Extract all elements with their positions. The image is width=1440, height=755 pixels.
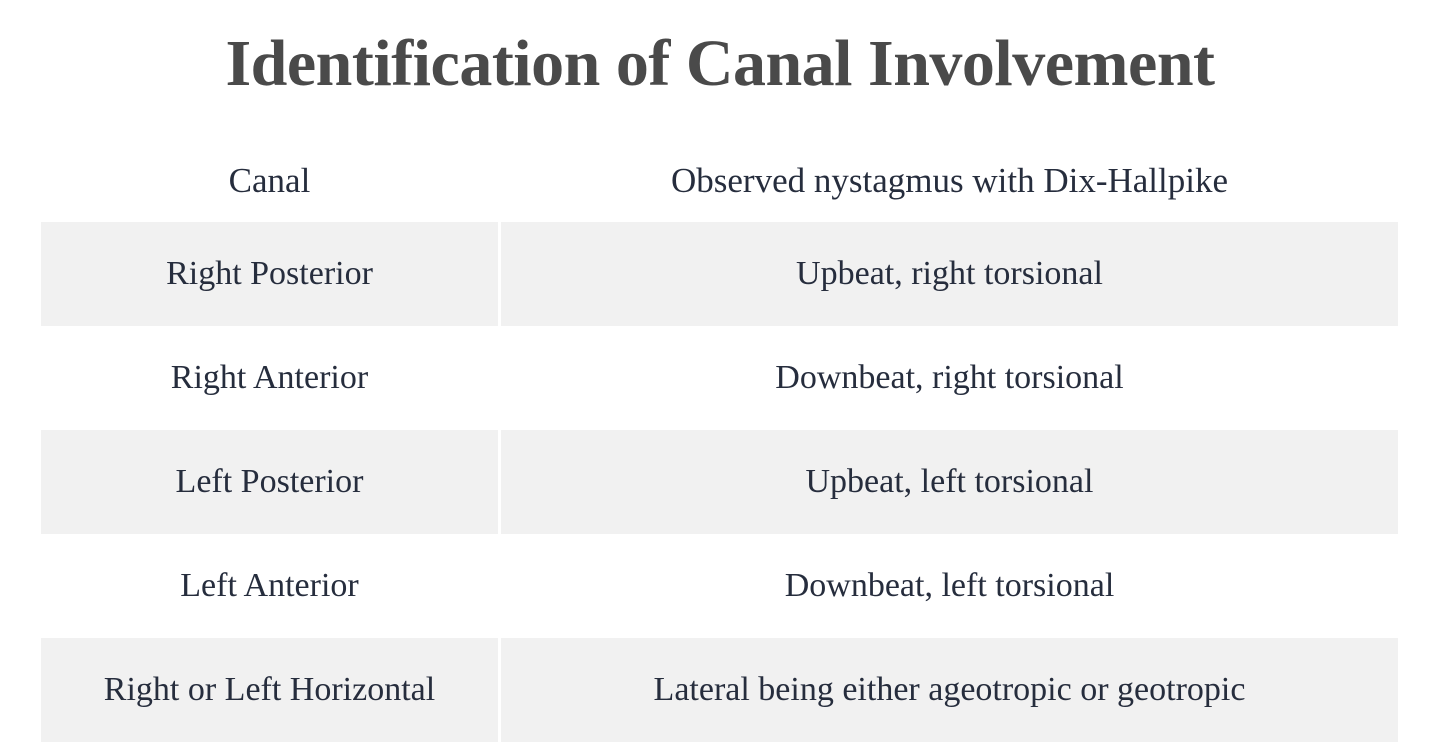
table-row: Left Posterior Upbeat, left torsional <box>41 430 1398 534</box>
cell-canal: Left Posterior <box>175 463 364 500</box>
canal-involvement-table: Canal Observed nystagmus with Dix-Hallpi… <box>41 140 1398 742</box>
table-row: Right Posterior Upbeat, right torsional <box>41 222 1398 326</box>
column-divider <box>498 140 501 222</box>
cell-nystagmus: Upbeat, right torsional <box>796 255 1103 292</box>
page-title: Identification of Canal Involvement <box>225 27 1216 100</box>
column-header-nystagmus: Observed nystagmus with Dix-Hallpike <box>671 161 1228 200</box>
cell-nystagmus: Downbeat, right torsional <box>775 359 1124 396</box>
column-divider <box>498 430 501 534</box>
column-divider <box>498 638 501 742</box>
column-divider <box>498 222 501 326</box>
cell-nystagmus: Downbeat, left torsional <box>784 567 1115 604</box>
column-divider <box>498 326 501 430</box>
table-header-row: Canal Observed nystagmus with Dix-Hallpi… <box>41 140 1398 222</box>
cell-nystagmus: Upbeat, left torsional <box>805 463 1094 500</box>
cell-canal: Right or Left Horizontal <box>103 671 436 708</box>
table-row: Left Anterior Downbeat, left torsional <box>41 534 1398 638</box>
cell-canal: Right Posterior <box>166 255 373 292</box>
cell-canal: Left Anterior <box>180 567 359 604</box>
cell-canal: Right Anterior <box>170 359 369 396</box>
column-divider <box>498 534 501 638</box>
table-row: Right Anterior Downbeat, right torsional <box>41 326 1398 430</box>
column-header-canal: Canal <box>228 161 311 200</box>
cell-nystagmus: Lateral being either ageotropic or geotr… <box>653 671 1246 708</box>
table-row: Right or Left Horizontal Lateral being e… <box>41 638 1398 742</box>
